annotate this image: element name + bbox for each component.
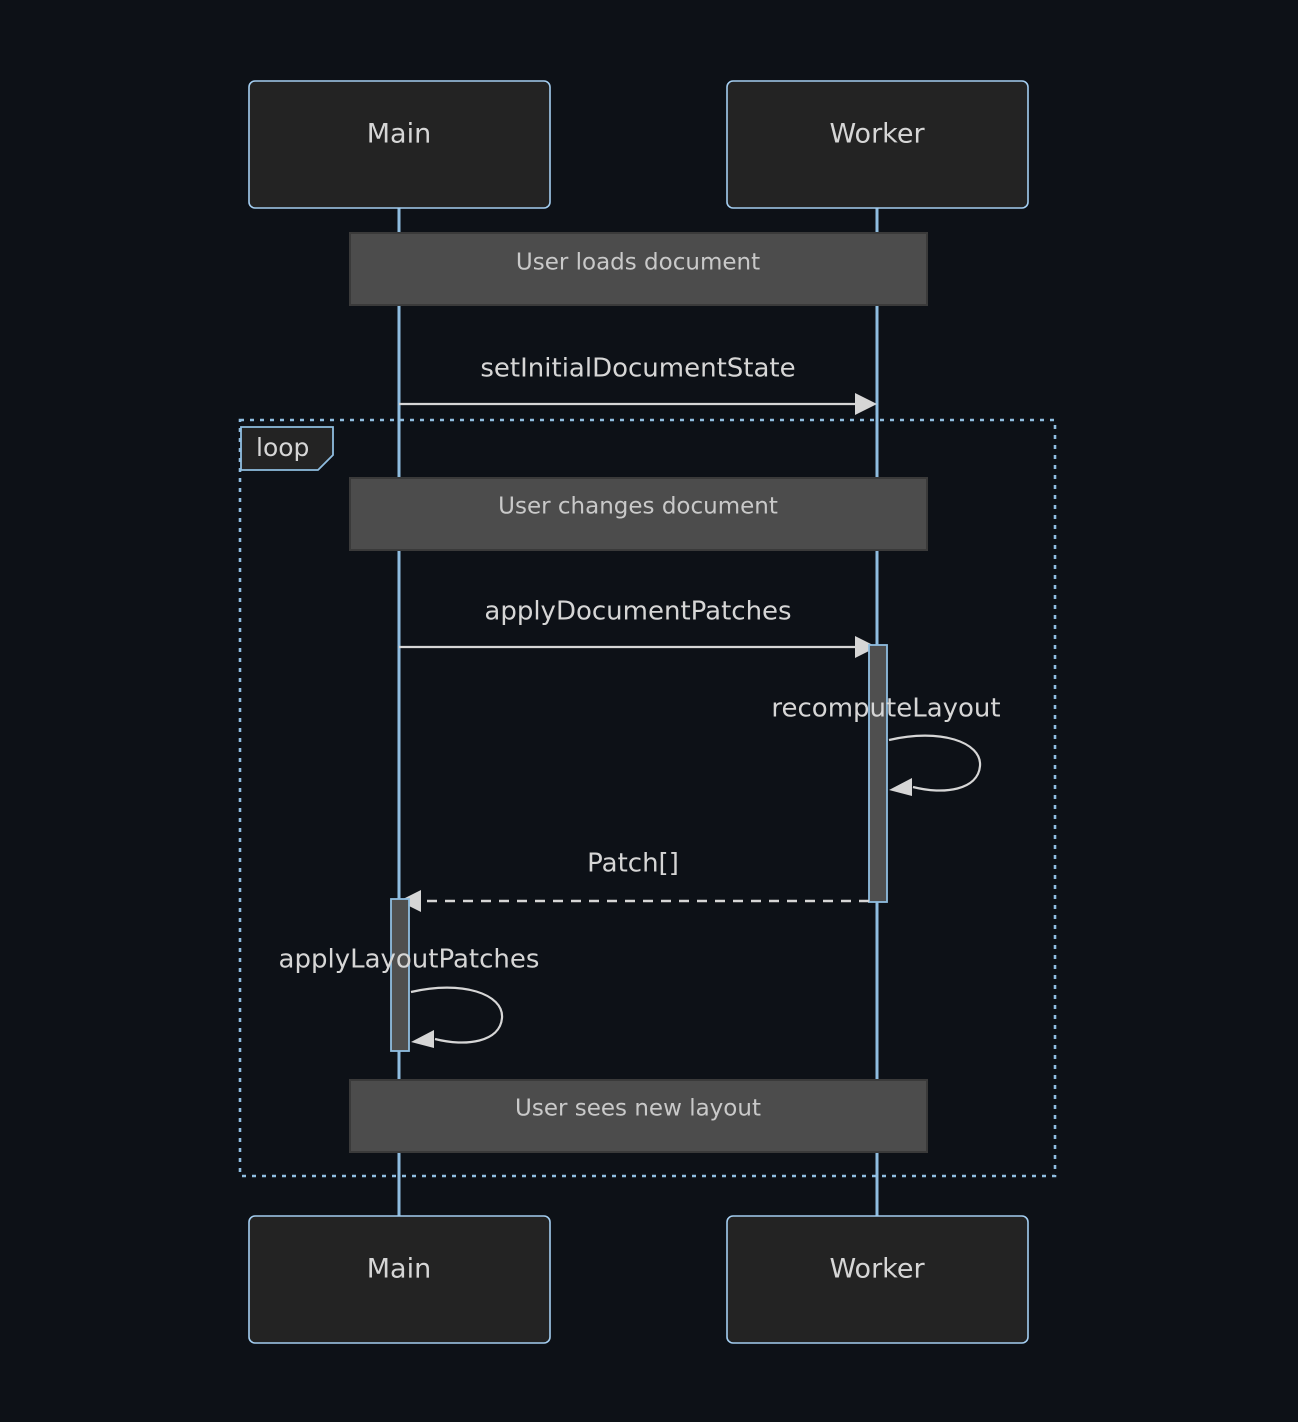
participant-box-worker-bottom[interactable]: Worker: [726, 1215, 1029, 1344]
note-label-1: User loads document: [516, 250, 760, 276]
participant-box-worker-top[interactable]: Worker: [726, 80, 1029, 209]
note-label-2: User changes document: [498, 494, 778, 520]
message-apply-document-patches[interactable]: applyDocumentPatches: [399, 597, 877, 659]
note-label-3: User sees new layout: [515, 1096, 761, 1122]
arrow-head-self-1: [889, 778, 912, 796]
note-user-changes-document[interactable]: User changes document: [349, 477, 928, 551]
loop-fragment[interactable]: [238, 418, 1057, 1178]
message-label-3: recomputeLayout: [771, 694, 1000, 724]
participant-label-worker-bottom: Worker: [829, 1254, 925, 1285]
message-label-2: applyDocumentPatches: [484, 597, 791, 627]
participant-label-main-bottom: Main: [367, 1254, 431, 1285]
activation-bar-worker: [868, 644, 888, 903]
participant-box-main-top[interactable]: Main: [248, 80, 551, 209]
participant-label-main-top: Main: [367, 119, 431, 150]
arrow-head-left-1: [399, 890, 421, 912]
note-user-loads-document[interactable]: User loads document: [349, 232, 928, 306]
activation-bar-main: [390, 898, 410, 1052]
message-set-initial-document-state[interactable]: setInitialDocumentState: [399, 354, 877, 416]
loop-fragment-label: loop: [256, 433, 309, 462]
message-recompute-layout[interactable]: recomputeLayout: [771, 694, 1001, 797]
participant-label-worker-top: Worker: [829, 119, 925, 150]
arrow-head-right-1: [855, 393, 877, 415]
note-user-sees-new-layout[interactable]: User sees new layout: [349, 1079, 928, 1153]
arrow-head-self-2: [411, 1030, 434, 1048]
loop-fragment-tab[interactable]: loop: [240, 426, 334, 471]
message-patch-array[interactable]: Patch[]: [399, 849, 869, 913]
message-apply-layout-patches[interactable]: applyLayoutPatches: [279, 945, 540, 1049]
participant-box-main-bottom[interactable]: Main: [248, 1215, 551, 1344]
message-label-1: setInitialDocumentState: [480, 354, 795, 384]
arrow-head-right-2: [855, 636, 877, 658]
message-label-5: applyLayoutPatches: [279, 945, 540, 975]
message-label-4: Patch[]: [587, 849, 679, 879]
